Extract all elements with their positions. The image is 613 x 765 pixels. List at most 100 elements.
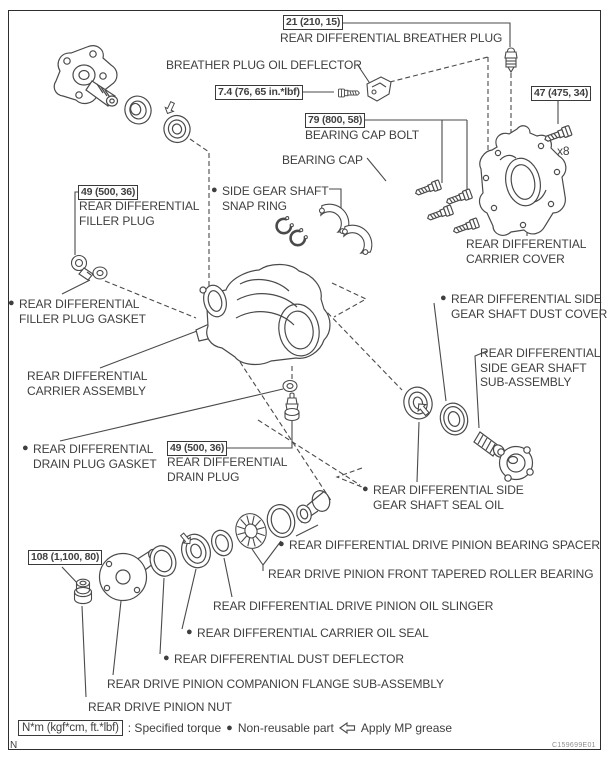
seal-oil-ring-drawing: [403, 386, 433, 420]
torque-filler-plug: 49 (500, 36): [78, 185, 139, 200]
legend-non-reusable-bullet: ●: [226, 722, 233, 734]
non-reusable-bullet: ●: [22, 442, 29, 454]
cover-bolt-quantity: x8: [557, 144, 570, 158]
label-drain-plug: REAR DIFFERENTIAL DRAIN PLUG: [167, 455, 287, 484]
grease-arrow-icon: [162, 100, 178, 116]
torque-breather-plug: 21 (210, 15): [283, 15, 344, 30]
label-line: GEAR SHAFT DUST COVER: [451, 306, 608, 321]
tapered-bearing-drawing: [235, 513, 267, 549]
label-pinion-nut: REAR DRIVE PINION NUT: [88, 700, 232, 714]
label-line: DRAIN PLUG: [167, 469, 240, 484]
oil-slinger-drawing: [211, 529, 233, 557]
figure-code: C159699E01: [552, 742, 596, 749]
label-line: REAR DIFFERENTIAL SIDE: [373, 483, 524, 497]
torque-drain-plug: 49 (500, 36): [167, 441, 228, 456]
filler-gasket-drawing: [92, 266, 108, 280]
label-seal-oil: ● REAR DIFFERENTIAL SIDE GEAR SHAFT SEAL…: [362, 483, 524, 512]
label-line: SUB-ASSEMBLY: [480, 375, 572, 389]
label-dust-cover: ● REAR DIFFERENTIAL SIDE GEAR SHAFT DUST…: [440, 292, 607, 321]
non-reusable-bullet: ●: [440, 292, 447, 304]
label-line: CARRIER ASSEMBLY: [27, 383, 146, 398]
label-side-gear-shaft: REAR DIFFERENTIAL SIDE GEAR SHAFT SUB-AS…: [480, 346, 600, 390]
bearing-cup-drawing: [266, 504, 296, 538]
drain-plug-drawing: [284, 392, 300, 422]
label-line: REAR DIFFERENTIAL SIDE: [451, 292, 602, 306]
dashed-leader-lines: [104, 56, 512, 503]
carrier-cover-drawing: [478, 125, 567, 236]
non-reusable-bullet: ●: [8, 297, 15, 309]
pinion-nut-drawing: [73, 578, 93, 605]
label-carrier-assembly: REAR DIFFERENTIAL CARRIER ASSEMBLY: [27, 369, 147, 398]
axle-hub-drawing: [53, 45, 119, 107]
label-filler-plug-gasket: ● REAR DIFFERENTIAL FILLER PLUG GASKET: [8, 297, 146, 326]
label-oil-deflector: BREATHER PLUG OIL DEFLECTOR: [166, 58, 362, 72]
label-tapered-bearing: REAR DRIVE PINION FRONT TAPERED ROLLER B…: [268, 567, 594, 581]
non-reusable-bullet: ●: [362, 483, 369, 495]
non-reusable-bullet: ●: [278, 538, 285, 550]
label-bearing-spacer: ● REAR DIFFERENTIAL DRIVE PINION BEARING…: [278, 538, 600, 553]
cover-bolt-drawing: [542, 124, 573, 145]
label-line: CARRIER COVER: [466, 251, 565, 266]
label-oil-slinger: REAR DIFFERENTIAL DRIVE PINION OIL SLING…: [213, 599, 494, 613]
deflector-bolt-drawing: [338, 88, 360, 98]
label-drain-plug-gasket: ● REAR DIFFERENTIAL DRAIN PLUG GASKET: [22, 442, 157, 471]
figure-border: [8, 10, 601, 750]
label-line: REAR DIFFERENTIAL DUST DEFLECTOR: [174, 652, 404, 666]
drain-gasket-drawing: [282, 379, 298, 393]
snap-rings-drawing: [273, 214, 311, 249]
label-line: REAR DIFFERENTIAL: [480, 346, 601, 360]
label-line: REAR DIFFERENTIAL: [27, 369, 148, 383]
label-line: REAR DIFFERENTIAL: [79, 199, 200, 213]
label-line: REAR DIFFERENTIAL CARRIER OIL SEAL: [197, 626, 429, 640]
label-bearing-cap-bolt: BEARING CAP BOLT: [305, 128, 419, 142]
non-reusable-bullet: ●: [163, 652, 170, 664]
legend-torque-box: N*m (kgf*cm, ft.*lbf): [18, 720, 123, 736]
label-line: SIDE GEAR SHAFT: [480, 360, 587, 375]
solid-leader-lines: [59, 22, 559, 698]
label-line: FILLER PLUG GASKET: [19, 311, 146, 326]
torque-cover-bolt: 47 (475, 34): [531, 86, 592, 101]
carrier-oil-seal-drawing: [181, 533, 211, 569]
label-line: REAR DIFFERENTIAL: [33, 442, 154, 456]
oil-deflector-drawing: [366, 76, 392, 102]
legend-specified-torque: : Specified torque: [127, 721, 222, 735]
torque-pinion-nut: 108 (1,100, 80): [28, 550, 103, 565]
side-gear-shaft-drawing: [473, 431, 534, 482]
label-filler-plug: REAR DIFFERENTIAL FILLER PLUG: [79, 199, 199, 228]
non-reusable-bullet: ●: [186, 626, 193, 638]
non-reusable-bullet: ●: [211, 184, 218, 196]
label-line: REAR DIFFERENTIAL: [19, 297, 140, 311]
label-line: DRAIN PLUG GASKET: [33, 456, 157, 471]
bearing-cap-bolts-drawing: [413, 179, 481, 237]
bearing-spacer-drawing: [296, 490, 331, 524]
corner-letter: N: [10, 740, 18, 751]
seal-ring-drawing: [124, 95, 152, 125]
label-line: FILLER PLUG: [79, 213, 155, 228]
label-bearing-cap: BEARING CAP: [282, 153, 363, 167]
legend-apply-grease: Apply MP grease: [360, 721, 453, 735]
label-line: SNAP RING: [222, 198, 287, 213]
filler-plug-drawing: [70, 254, 94, 281]
torque-bearing-cap-bolt: 79 (800, 58): [305, 113, 366, 128]
label-companion-flange: REAR DRIVE PINION COMPANION FLANGE SUB-A…: [107, 677, 444, 691]
side-bearing-drawing: [163, 114, 191, 144]
legend: N*m (kgf*cm, ft.*lbf) : Specified torque…: [18, 720, 452, 736]
label-line: REAR DIFFERENTIAL: [466, 237, 587, 251]
label-carrier-oil-seal: ● REAR DIFFERENTIAL CARRIER OIL SEAL: [186, 626, 429, 641]
label-carrier-cover: REAR DIFFERENTIAL CARRIER COVER: [466, 237, 586, 266]
label-line: GEAR SHAFT SEAL OIL: [373, 497, 504, 512]
legend-non-reusable: Non-reusable part: [237, 721, 334, 735]
apply-grease-arrow-icon: [338, 722, 355, 734]
label-snap-ring: ● SIDE GEAR SHAFT SNAP RING: [211, 184, 329, 213]
torque-deflector-bolt: 7.4 (76, 65 in.*lbf): [215, 85, 303, 100]
carrier-assembly-drawing: [195, 263, 331, 366]
label-dust-deflector: ● REAR DIFFERENTIAL DUST DEFLECTOR: [163, 652, 404, 667]
breather-plug-drawing: [504, 47, 518, 74]
label-breather-plug: REAR DIFFERENTIAL BREATHER PLUG: [280, 31, 503, 45]
label-line: REAR DIFFERENTIAL DRIVE PINION BEARING S…: [289, 538, 600, 552]
label-line: REAR DIFFERENTIAL: [167, 455, 288, 469]
dust-deflector-ring-drawing: [149, 545, 177, 577]
label-line: SIDE GEAR SHAFT: [222, 184, 329, 198]
